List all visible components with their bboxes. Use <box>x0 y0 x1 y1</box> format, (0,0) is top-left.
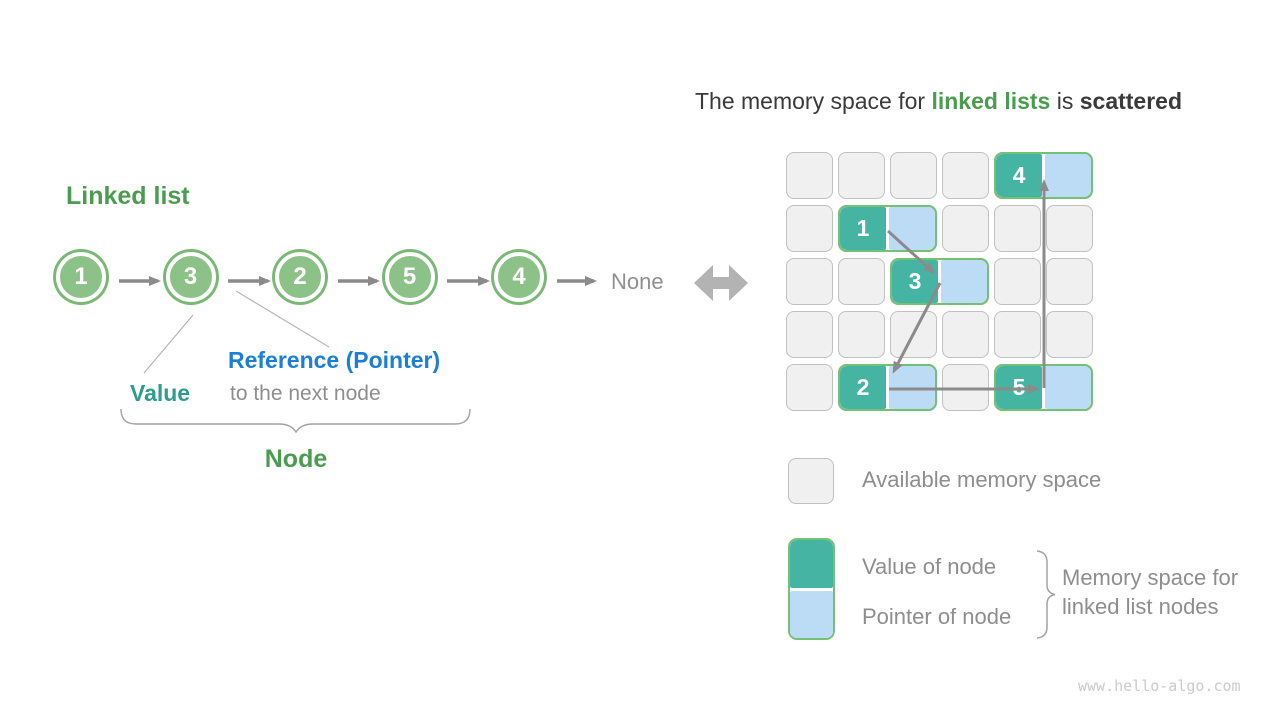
reference-sub-label: to the next node <box>230 382 381 405</box>
list-node-1: 1 <box>56 252 106 302</box>
list-node-5: 5 <box>384 252 435 302</box>
memory-title-highlight: linked lists <box>931 88 1051 114</box>
memory-cell <box>838 311 885 358</box>
memory-cell <box>890 152 937 199</box>
node-label: Node <box>264 445 328 473</box>
memory-title: The memory space for linked lists is sca… <box>695 88 1182 115</box>
memory-title-prefix: The memory space for <box>695 88 932 114</box>
memory-cell <box>1046 311 1093 358</box>
legend-available-cell <box>788 458 834 504</box>
memory-cell <box>994 258 1041 305</box>
node-pair-4: 4 <box>994 152 1093 199</box>
legend-memory-line1: Memory space for <box>1062 565 1239 590</box>
memory-cell <box>838 258 885 305</box>
pointer-cell <box>941 260 987 303</box>
memory-cell <box>942 205 989 252</box>
legend-available-label: Available memory space <box>862 467 1102 492</box>
legend-pointer-label: Pointer of node <box>862 604 1012 629</box>
pointer-cell <box>1045 154 1091 197</box>
legend-node-pair <box>788 538 835 640</box>
memory-cell <box>942 311 989 358</box>
memory-cell <box>942 152 989 199</box>
node-brace <box>120 408 471 434</box>
memory-cell <box>1046 258 1093 305</box>
watermark: www.hello-algo.com <box>1078 677 1241 695</box>
memory-cell <box>942 364 989 411</box>
memory-cell <box>1046 205 1093 252</box>
pointer-cell <box>889 366 935 409</box>
memory-cell <box>838 152 885 199</box>
value-cell: 3 <box>892 260 938 303</box>
legend-memory-line2: linked list nodes <box>1062 594 1219 619</box>
legend-brace <box>1036 550 1056 639</box>
linked-list-title: Linked list <box>66 182 190 210</box>
legend-value-label: Value of node <box>862 554 997 579</box>
list-node-3: 3 <box>165 252 216 302</box>
value-leader-line <box>143 314 194 374</box>
value-cell: 1 <box>840 207 886 250</box>
memory-cell <box>890 311 937 358</box>
node-pair-5: 5 <box>994 364 1093 411</box>
value-cell: 5 <box>996 366 1042 409</box>
memory-title-middle: is <box>1050 88 1080 114</box>
reference-label: Reference (Pointer) <box>228 347 441 373</box>
node-pair-2: 2 <box>838 364 937 411</box>
memory-title-emphasis: scattered <box>1079 88 1183 114</box>
none-label: None <box>611 269 664 294</box>
legend-memory-label: Memory space for linked list nodes <box>1062 563 1238 621</box>
value-label: Value <box>130 380 191 406</box>
reference-leader-line <box>235 290 330 348</box>
memory-cell <box>786 311 833 358</box>
legend-value-cell <box>790 540 833 588</box>
memory-cell <box>994 311 1041 358</box>
list-node-4: 4 <box>494 252 544 302</box>
list-node-2: 2 <box>275 252 325 302</box>
memory-cell <box>786 205 833 252</box>
memory-cell <box>994 205 1041 252</box>
memory-cell <box>786 364 833 411</box>
bidirectional-arrow-icon <box>694 265 748 301</box>
pointer-cell <box>889 207 935 250</box>
memory-cell <box>786 258 833 305</box>
pointer-cell <box>1045 366 1091 409</box>
node-pair-1: 1 <box>838 205 937 252</box>
node-pair-3: 3 <box>890 258 989 305</box>
value-cell: 2 <box>840 366 886 409</box>
memory-cell <box>786 152 833 199</box>
legend-pointer-cell <box>790 590 833 638</box>
value-cell: 4 <box>996 154 1042 197</box>
